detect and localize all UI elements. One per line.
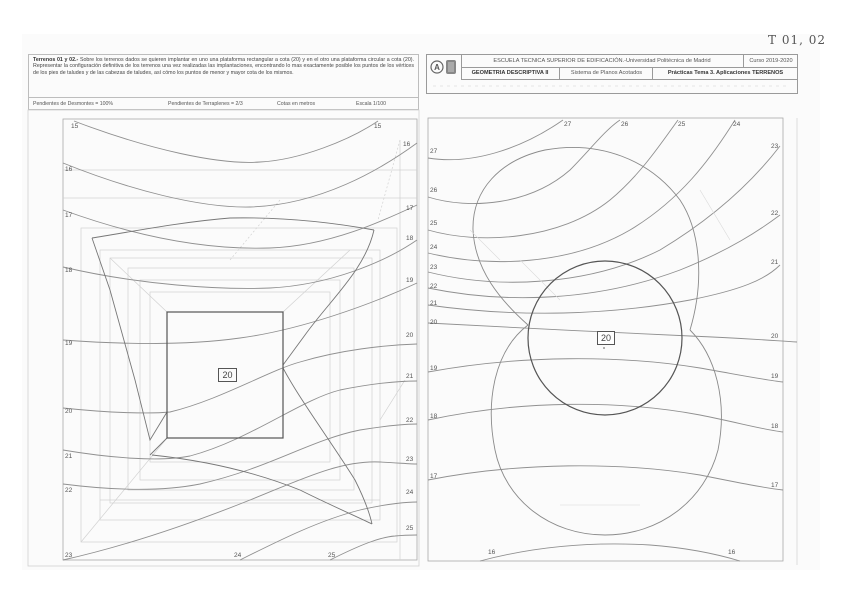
- svg-text:18: 18: [406, 235, 414, 242]
- svg-text:20: 20: [771, 333, 779, 340]
- parameters-row: Pendientes de Desmontes = 100% Pendiente…: [28, 98, 419, 110]
- svg-text:17: 17: [65, 212, 73, 219]
- svg-text:25: 25: [406, 525, 414, 532]
- svg-text:22: 22: [65, 487, 73, 494]
- svg-text:20: 20: [65, 408, 73, 415]
- svg-text:21: 21: [430, 300, 438, 307]
- practice-name: Prácticas Tema 3. Aplicaciones TERRENOS: [652, 67, 798, 79]
- svg-text:16: 16: [488, 549, 496, 556]
- sheet-stamp: T 01, 02: [768, 33, 826, 47]
- svg-text:19: 19: [65, 340, 73, 347]
- subject-name: GEOMETRIA DESCRIPTIVA II: [471, 70, 549, 76]
- svg-text:19: 19: [771, 373, 779, 380]
- student-info-row: [427, 79, 797, 93]
- svg-text:15: 15: [71, 123, 79, 130]
- svg-text:15: 15: [374, 123, 382, 130]
- svg-text:20: 20: [430, 319, 438, 326]
- svg-text:23: 23: [406, 456, 414, 463]
- svg-text:20: 20: [406, 332, 414, 339]
- svg-text:17: 17: [406, 205, 414, 212]
- school-name: ESCUELA TECNICA SUPERIOR DE EDIFICACIÓN.…: [493, 58, 711, 64]
- svg-text:17: 17: [430, 473, 438, 480]
- left-platform-label: 20: [218, 368, 237, 382]
- svg-text:26: 26: [621, 121, 629, 128]
- svg-text:25: 25: [328, 552, 336, 559]
- svg-text:18: 18: [430, 413, 438, 420]
- svg-text:19: 19: [430, 365, 438, 372]
- rectangular-platform: [166, 311, 284, 439]
- title-block: A ESCUELA TECNICA SUPERIOR DE EDIFICACIÓ…: [426, 54, 798, 94]
- svg-text:24: 24: [733, 121, 741, 128]
- svg-text:26: 26: [430, 187, 438, 194]
- problem-title: Terrenos 01 y 02.-: [33, 57, 79, 63]
- svg-text:16: 16: [65, 166, 73, 173]
- problem-text: Sobre los terrenos dados se quieren impl…: [33, 57, 414, 76]
- problem-statement: Terrenos 01 y 02.- Sobre los terrenos da…: [28, 54, 419, 98]
- param-terraplenes: Pendientes de Terraplenes = 2/3: [168, 101, 243, 107]
- param-cotas: Cotas en metros: [277, 101, 316, 107]
- svg-text:27: 27: [430, 148, 438, 155]
- svg-text:21: 21: [65, 453, 73, 460]
- course-year: Curso 2019-2020: [743, 55, 798, 67]
- svg-text:24: 24: [406, 489, 414, 496]
- svg-text:16: 16: [403, 141, 411, 148]
- circular-platform: [527, 260, 683, 416]
- param-desmontes: Pendientes de Desmontes = 100%: [33, 101, 114, 107]
- svg-text:25: 25: [678, 121, 686, 128]
- right-platform-label: 20: [597, 331, 615, 345]
- left-sheet: [22, 34, 424, 570]
- svg-text:22: 22: [406, 417, 414, 424]
- right-sheet: [424, 34, 820, 570]
- system-name: Sistema de Planos Acotados: [559, 67, 653, 79]
- svg-text:27: 27: [564, 121, 572, 128]
- svg-text:21: 21: [406, 373, 414, 380]
- svg-text:19: 19: [406, 277, 414, 284]
- svg-text:23: 23: [771, 143, 779, 150]
- svg-text:22: 22: [771, 210, 779, 217]
- svg-text:24: 24: [430, 244, 438, 251]
- svg-text:24: 24: [234, 552, 242, 559]
- param-escala: Escala 1/100: [356, 101, 386, 107]
- svg-text:23: 23: [430, 264, 438, 271]
- svg-text:A: A: [434, 63, 440, 72]
- svg-text:25: 25: [430, 220, 438, 227]
- svg-text:21: 21: [771, 259, 779, 266]
- svg-text:23: 23: [65, 552, 73, 559]
- svg-text:18: 18: [65, 267, 73, 274]
- svg-text:22: 22: [430, 283, 438, 290]
- svg-text:17: 17: [771, 482, 779, 489]
- svg-text:18: 18: [771, 423, 779, 430]
- svg-text:16: 16: [728, 549, 736, 556]
